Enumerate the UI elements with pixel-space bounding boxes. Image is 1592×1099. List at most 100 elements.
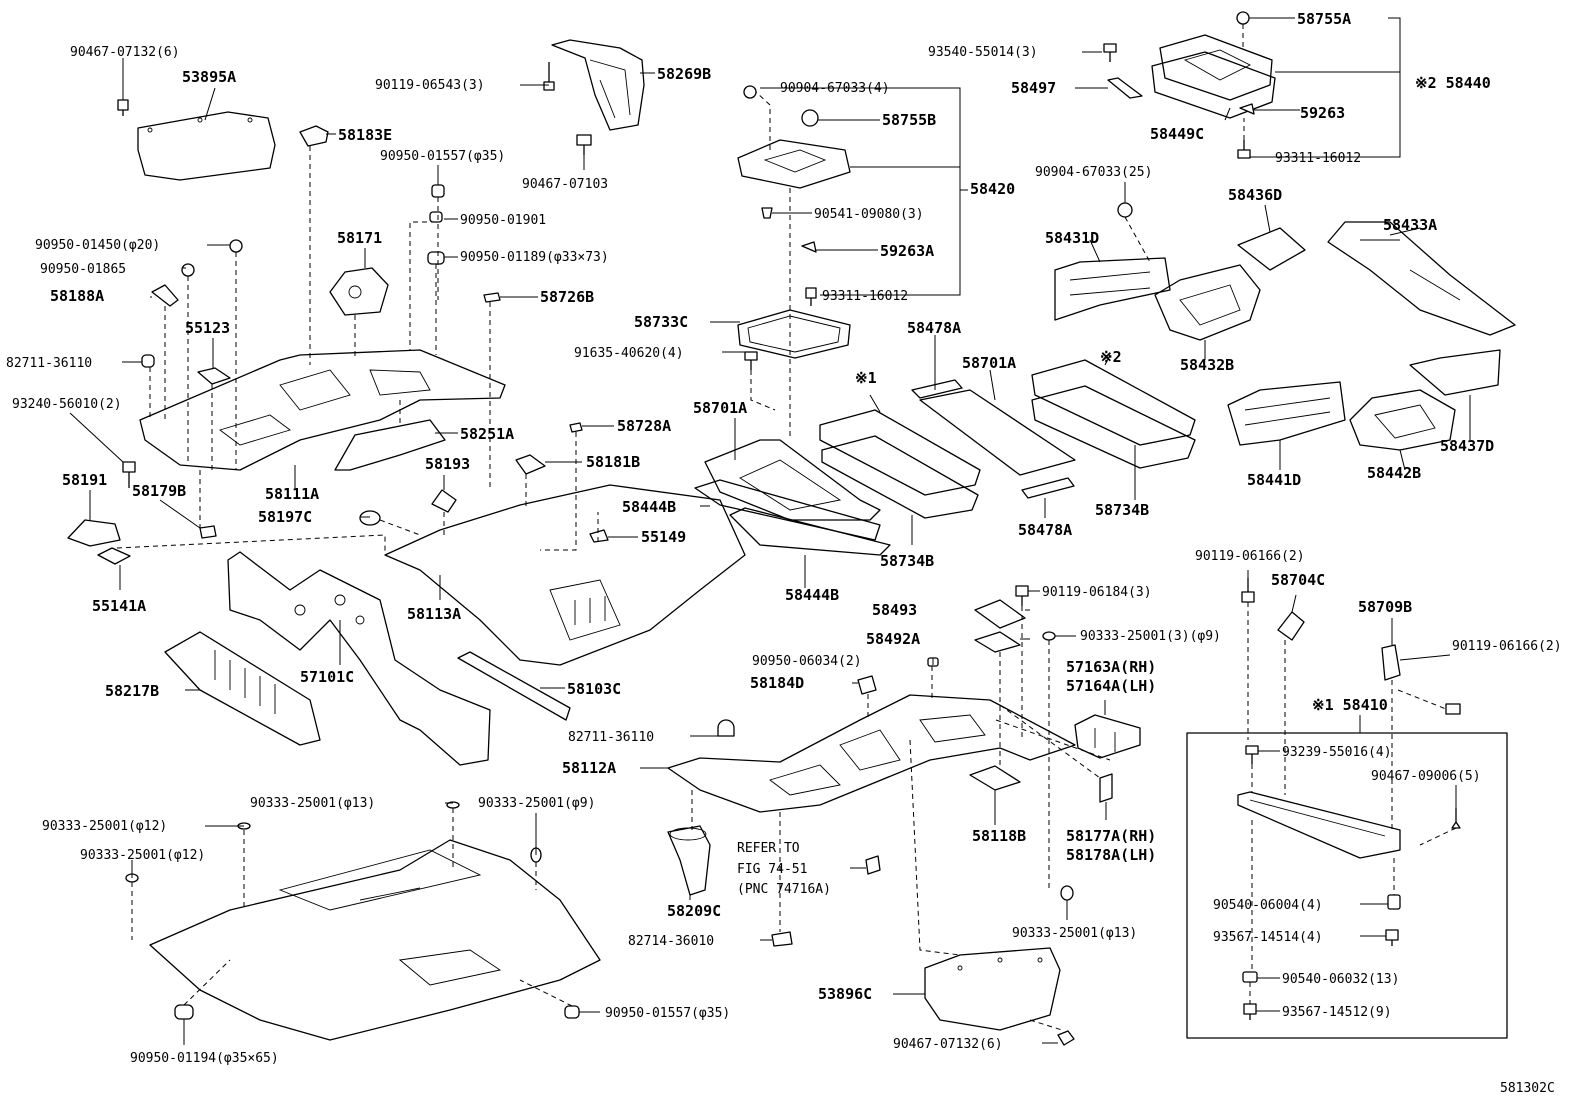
bolt-icon [1243, 1003, 1257, 1020]
part-58410-tray [1237, 791, 1401, 859]
part-58436d-bracket [1237, 227, 1306, 271]
part-label: 58251A [460, 425, 514, 443]
part-58734b-panel-right [1031, 359, 1196, 469]
part-58188a-bracket [151, 284, 179, 307]
part-label: 91635-40620(4) [574, 346, 684, 361]
part-label: 90333-25001(φ13) [1012, 926, 1137, 941]
part-58111a-floor-pan [139, 349, 506, 471]
part-label: 58701A [962, 354, 1016, 372]
part-label: 58193 [425, 455, 470, 473]
grommet-icon [174, 1004, 194, 1020]
clip-icon [865, 855, 881, 875]
part-label: 58171 [337, 229, 382, 247]
part-58701a-frame-right [919, 389, 1076, 476]
part-58118b-bracket [969, 765, 1021, 791]
part-label: FIG 74-51 [737, 862, 807, 877]
part-label: 58118B [972, 827, 1026, 845]
part-58492a-pad [974, 631, 1021, 653]
part-label: 59263A [880, 242, 934, 260]
alignment-lines [116, 24, 1457, 1031]
part-label: 93311-16012 [1275, 151, 1361, 166]
part-label: 90333-25001(3)(φ9) [1080, 629, 1221, 644]
part-58420-cover [737, 139, 851, 189]
part-label: 58709B [1358, 598, 1412, 616]
part-label: 58492A [866, 630, 920, 648]
part-label: (PNC 74716A) [737, 882, 831, 897]
part-floor-assembly-lower [149, 839, 601, 1041]
part-55123-bracket [197, 367, 231, 385]
part-label: 90333-25001(φ12) [80, 848, 205, 863]
part-label: 90467-09006(5) [1371, 769, 1481, 784]
bolt-icon [576, 134, 592, 155]
part-58497-strip [1107, 77, 1143, 99]
part-55149-clip [589, 529, 609, 543]
grommet-icon [229, 239, 243, 253]
part-label: 58197C [258, 508, 312, 526]
part-label: 58726B [540, 288, 594, 306]
grommet-icon [429, 211, 443, 223]
part-53896c-cover [924, 947, 1061, 1031]
part-label: 58444B [622, 498, 676, 516]
washer-icon [1242, 971, 1258, 983]
part-58734b-panel-middle [819, 409, 981, 519]
part-label: 90333-25001(φ13) [250, 796, 375, 811]
part-label: 58112A [562, 759, 616, 777]
part-58177a-bracket [1099, 773, 1113, 803]
part-label: 90950-01189(φ33×73) [460, 250, 609, 265]
part-label: 58269B [657, 65, 711, 83]
part-label: 57163A(RH) [1066, 658, 1156, 676]
part-57163a-member [1074, 714, 1141, 759]
plug-icon [761, 207, 773, 219]
part-label: 58442B [1367, 464, 1421, 482]
part-label: 55141A [92, 597, 146, 615]
part-label: 58449C [1150, 125, 1204, 143]
part-label: 90541-09080(3) [814, 207, 924, 222]
part-58184d-bracket [857, 675, 877, 695]
part-58442b-panel [1349, 389, 1456, 451]
part-label: 58420 [970, 180, 1015, 198]
part-58432b-panel [1154, 264, 1261, 341]
part-58181b-bracket [515, 454, 546, 475]
clip-icon [1239, 103, 1255, 115]
part-label: 93240-56010(2) [12, 397, 122, 412]
part-label: 90467-07132(6) [893, 1037, 1003, 1052]
part-label: 55149 [641, 528, 686, 546]
grommet-icon [1387, 894, 1401, 910]
part-58183e-clip [299, 125, 329, 147]
part-label: 90950-01557(φ35) [605, 1006, 730, 1021]
part-58478a-strip-upper [911, 379, 963, 399]
bolt-icon [805, 287, 817, 306]
part-label: 58113A [407, 605, 461, 623]
part-label: 58755A [1297, 10, 1351, 28]
part-label: 90333-25001(φ9) [478, 796, 595, 811]
part-58410-box-frame [1186, 732, 1508, 1039]
part-55141a-bracket [97, 547, 131, 565]
part-label: ※2 58440 [1415, 74, 1491, 92]
part-drawings [67, 11, 1516, 1046]
grommet-icon [1117, 202, 1133, 218]
part-label: 90904-67033(25) [1035, 165, 1152, 180]
part-58441d-panel [1227, 381, 1346, 446]
bolt-icon [744, 351, 758, 370]
part-label: 58734B [1095, 501, 1149, 519]
part-label: 90540-06004(4) [1213, 898, 1323, 913]
part-58478a-strip-lower [1021, 477, 1075, 499]
part-label: 90119-06166(2) [1452, 639, 1562, 654]
clip-icon [801, 241, 817, 253]
part-58709b-bracket [1381, 644, 1401, 681]
screw-icon [117, 99, 129, 116]
bolt-icon [1241, 578, 1255, 603]
part-58209c-duct [667, 825, 711, 896]
part-label: 58444B [785, 586, 839, 604]
part-label: 58431D [1045, 229, 1099, 247]
figure-code: 581302C [1500, 1081, 1555, 1096]
part-58701a-frame-left [704, 439, 881, 521]
part-58444b-gasket-lower [729, 507, 891, 556]
part-label: 58478A [1018, 521, 1072, 539]
part-label: 90950-01194(φ35×65) [130, 1051, 279, 1066]
grommet-icon [801, 109, 819, 127]
screw-icon [1451, 808, 1461, 829]
part-label: 93311-16012 [822, 289, 908, 304]
part-label: 90467-07132(6) [70, 45, 180, 60]
